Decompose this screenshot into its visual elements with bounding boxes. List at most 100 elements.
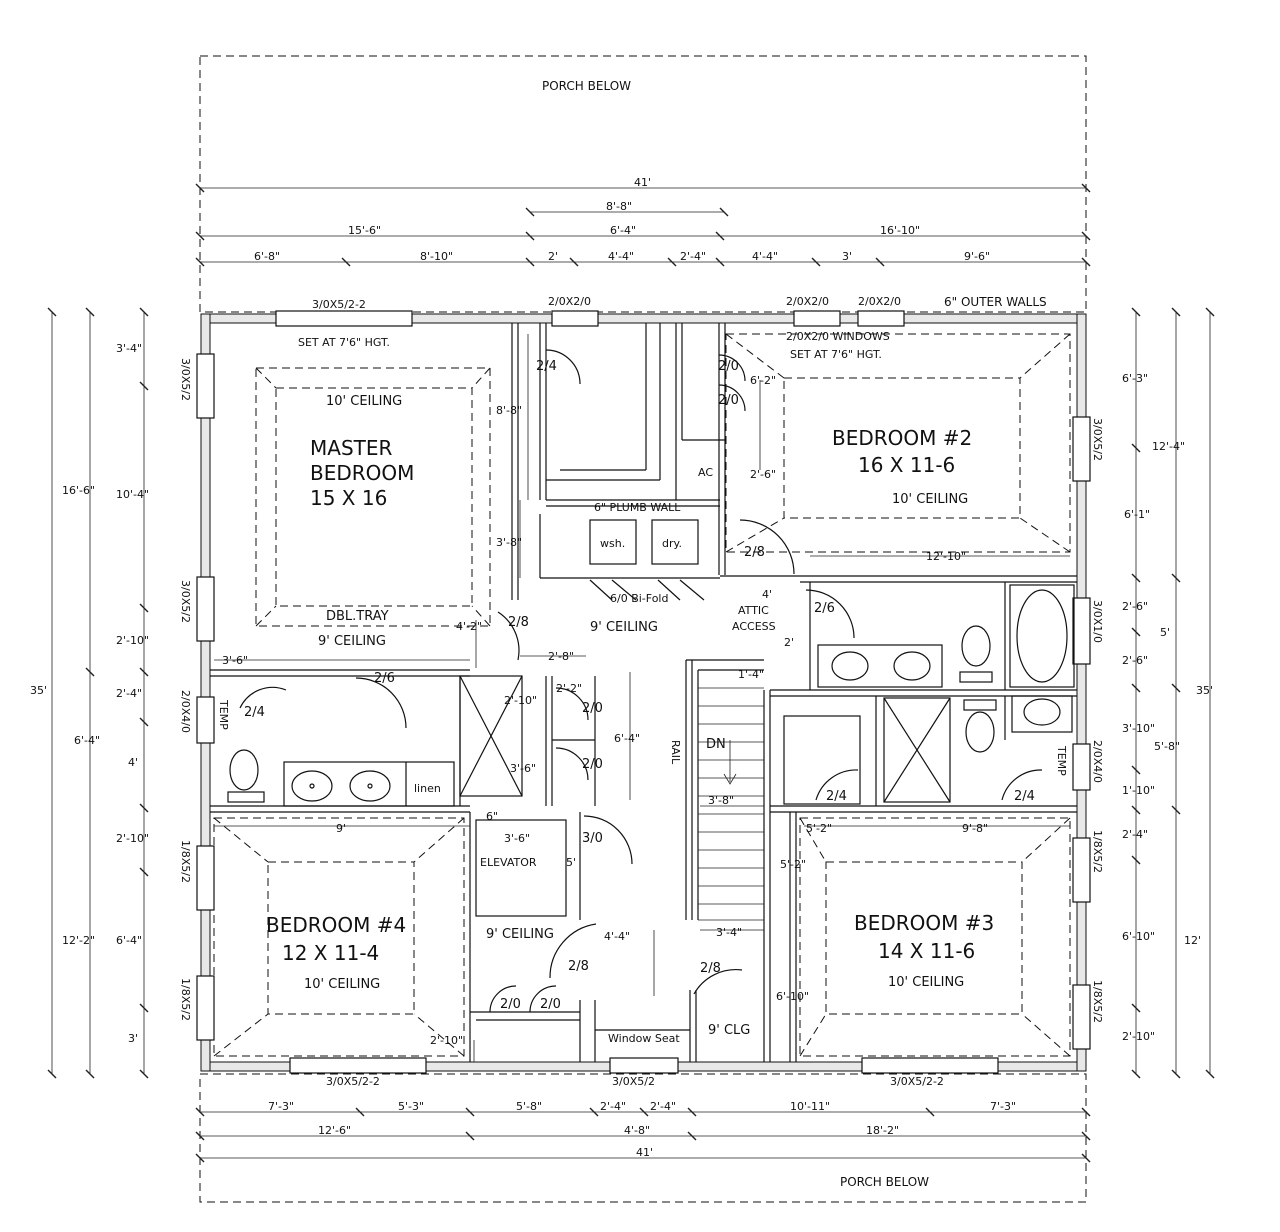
dim-label: 2'-4" — [680, 250, 706, 263]
elevator-label: ELEVATOR — [480, 856, 537, 869]
dimension-lines — [47, 183, 1215, 1163]
dim-label: 2'-6" — [750, 468, 776, 481]
window-label: 3/0X5/2 — [179, 580, 192, 623]
door-label: 2/0 — [582, 701, 603, 716]
dim-label: 4'-4" — [608, 250, 634, 263]
bedroom-4-ceiling: 10' CEILING — [304, 977, 380, 992]
dim-label: 16'-10" — [880, 224, 920, 237]
dim-label: 4'-4" — [752, 250, 778, 263]
dim-label: 35' — [30, 684, 47, 697]
window-label: 3/0X1/0 — [1091, 600, 1104, 643]
hall-ceiling: 9' CEILING — [590, 620, 658, 635]
dim-label: 12'-2" — [62, 934, 95, 947]
attic-label-2: ACCESS — [732, 620, 776, 633]
dim-label: 1'-10" — [1122, 784, 1155, 797]
temp-right: TEMP — [1055, 745, 1068, 776]
dim-label: 2'-10" — [116, 832, 149, 845]
door-label: 2/0 — [500, 997, 521, 1012]
dim-label: 3'-6" — [222, 654, 248, 667]
door-label: 2/4 — [1014, 789, 1035, 804]
window-label: 2/0X2/0 — [548, 295, 591, 308]
door-label: 2/0 — [718, 393, 739, 408]
dim-label: 3'-6" — [504, 832, 530, 845]
dim-label: 6" — [486, 810, 498, 823]
porch-top-label: PORCH BELOW — [542, 79, 631, 93]
elevator-ceiling: 9' CEILING — [486, 927, 554, 942]
bedroom-3-name: BEDROOM #3 — [854, 911, 994, 935]
dim-label: 6'-4" — [116, 934, 142, 947]
dim-label: 3'-4" — [116, 342, 142, 355]
dim-label: 6'-4" — [614, 732, 640, 745]
dim-label: 2'-10" — [116, 634, 149, 647]
dim-label: 3'-10" — [1122, 722, 1155, 735]
master-bedroom-name: MASTER — [310, 436, 392, 460]
dim-label: 10'-4" — [116, 488, 149, 501]
window-label: 3/0X5/2 — [179, 358, 192, 401]
window-label: 3/0X5/2-2 — [326, 1075, 380, 1088]
dim-label: 6'-8" — [254, 250, 280, 263]
set-at-note-2: SET AT 7'6" HGT. — [790, 348, 882, 361]
window-label: 2/0X2/0 — [786, 295, 829, 308]
master-ceiling-2: 9' CEILING — [318, 634, 386, 649]
dim-label: 6'-4" — [610, 224, 636, 237]
door-label: 2/6 — [814, 601, 835, 616]
dim-label: 2'-10" — [504, 694, 537, 707]
dim-label: 7'-3" — [990, 1100, 1016, 1113]
dim-label: 4'-8" — [624, 1124, 650, 1137]
dim-label: 4' — [128, 756, 138, 769]
dim-label: 8'-8" — [606, 200, 632, 213]
dim-label: 12'-6" — [318, 1124, 351, 1137]
attic-label: ATTIC — [738, 604, 769, 617]
window-labels: 3/0X5/2-2 2/0X2/0 2/0X2/0 2/0X2/0 3/0X5/… — [179, 295, 1104, 1088]
dim-label: 2'-4" — [116, 687, 142, 700]
ac-label: AC — [698, 466, 713, 479]
dim-label: 4'-4" — [604, 930, 630, 943]
porch-bottom-label: PORCH BELOW — [840, 1175, 929, 1189]
dim-label: 18'-2" — [866, 1124, 899, 1137]
dim-label: 6'-3" — [1122, 372, 1148, 385]
plumb-wall-note: 6" PLUMB WALL — [594, 501, 681, 514]
dim-label: 6'-1" — [1124, 508, 1150, 521]
window-label: 3/0X5/2-2 — [890, 1075, 944, 1088]
dimension-labels: 41' 8'-8" 15'-6" 6'-4" 16'-10" 6'-8" 8'-… — [30, 176, 1213, 1159]
dim-label: 3' — [842, 250, 852, 263]
window-label: 2/0X2/0 — [858, 295, 901, 308]
dim-label: 12' — [1184, 934, 1201, 947]
window-label: 1/8X5/2 — [1091, 980, 1104, 1023]
ceiling-clg-label: 9' CLG — [708, 1023, 750, 1038]
door-label: 2/8 — [744, 545, 765, 560]
master-tray: DBL.TRAY — [326, 609, 389, 624]
room-labels: MASTER BEDROOM 15 X 16 10' CEILING DBL.T… — [266, 394, 994, 992]
dim-label: 35' — [1196, 684, 1213, 697]
dim-label: 2' — [784, 636, 794, 649]
dim-label: 4' — [762, 588, 772, 601]
dim-label: 5' — [1160, 626, 1170, 639]
window-seat-label: Window Seat — [608, 1032, 680, 1045]
window-label: 3/0X5/2 — [1091, 418, 1104, 461]
window-label: 1/8X5/2 — [1091, 830, 1104, 873]
dim-label: 5'-2" — [780, 858, 806, 871]
dim-label: 10'-11" — [790, 1100, 830, 1113]
set-at-note-1: SET AT 7'6" HGT. — [298, 336, 390, 349]
porch-bottom-outline — [199, 1073, 1087, 1203]
window-label: 2/0X4/0 — [179, 690, 192, 733]
master-bedroom-size: 15 X 16 — [310, 486, 387, 510]
fixtures — [227, 519, 1075, 807]
dim-label: 5'-3" — [398, 1100, 424, 1113]
dim-label: 12'-10" — [926, 550, 966, 563]
dim-label: 15'-6" — [348, 224, 381, 237]
dim-label: 6'-10" — [776, 990, 809, 1003]
dim-label: 12'-4" — [1152, 440, 1185, 453]
outer-walls-note: 6" OUTER WALLS — [944, 295, 1047, 309]
dim-label: 9' — [336, 822, 346, 835]
washer-label: wsh. — [600, 537, 625, 550]
dim-label: 2'-6" — [1122, 654, 1148, 667]
dim-label: 41' — [636, 1146, 653, 1159]
bedroom-4-size: 12 X 11-4 — [282, 941, 379, 965]
master-bedroom-name-2: BEDROOM — [310, 461, 414, 485]
door-label: 2/6 — [374, 671, 395, 686]
dim-label: 2'-8" — [548, 650, 574, 663]
dim-label: 16'-6" — [62, 484, 95, 497]
dim-label: 2'-4" — [1122, 828, 1148, 841]
bedroom-3-size: 14 X 11-6 — [878, 939, 975, 963]
